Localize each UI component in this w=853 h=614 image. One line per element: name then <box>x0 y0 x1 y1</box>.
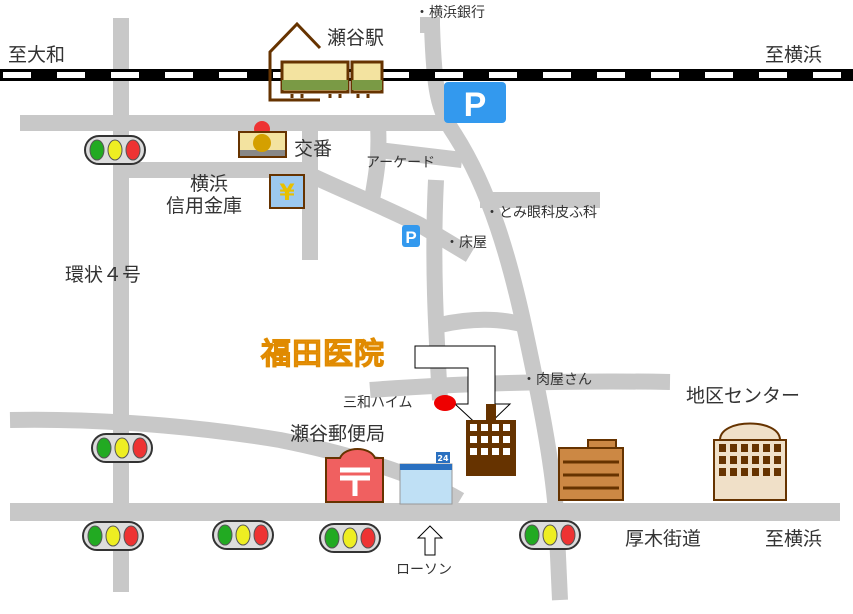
shinkin-label-1: 横浜 <box>190 173 229 195</box>
svg-text:P: P <box>464 86 487 124</box>
butcher-label: ・肉屋さん <box>522 372 592 388</box>
to-yokohama-bottom-label: 至横浜 <box>765 528 823 550</box>
road-butcher <box>369 373 671 398</box>
lawson-label: ローソン <box>396 562 452 578</box>
shinkin-label-2: 信用金庫 <box>166 195 243 217</box>
hospital-building-icon <box>466 404 516 476</box>
lawson-up-arrow-icon <box>416 525 444 556</box>
traffic-light-icon <box>91 433 153 463</box>
shinkin-bank-icon: ¥ <box>269 174 305 209</box>
lawson-store-icon: 24 <box>399 452 453 505</box>
to-yamato-label: 至大和 <box>8 44 66 66</box>
barber-label: ・床屋 <box>445 235 487 251</box>
koban-label: 交番 <box>294 138 333 160</box>
traffic-light-icon <box>212 520 274 550</box>
loop-4-road-label: 環状４号 <box>65 264 142 286</box>
to-yokohama-top-label: 至横浜 <box>765 44 823 66</box>
road-main-north-south <box>420 17 568 601</box>
station-icon <box>268 21 384 102</box>
atsugi-road-label: 厚木街道 <box>625 528 702 550</box>
post-office-label: 瀬谷郵便局 <box>290 423 386 445</box>
apartment-label: 三和ハイム <box>343 395 413 411</box>
eye-clinic-label: ・とみ眼科皮ふ科 <box>485 205 597 221</box>
traffic-light-icon <box>82 521 144 551</box>
road-southwest <box>9 411 465 507</box>
arcade-label: アーケード <box>366 155 436 171</box>
bank-label: ・横浜銀行 <box>415 5 485 21</box>
community-center-icon <box>713 422 787 501</box>
community-center-label: 地区センター <box>686 385 801 407</box>
traffic-light-icon <box>519 520 581 550</box>
svg-text:¥: ¥ <box>279 181 295 206</box>
station-label: 瀬谷駅 <box>327 27 385 49</box>
road-325 <box>438 311 528 333</box>
svg-text:P: P <box>405 228 416 247</box>
parking-icon-large: P <box>444 82 506 124</box>
roads <box>9 17 840 601</box>
road-378 <box>364 124 387 202</box>
page-title: 福田医院 <box>261 337 385 372</box>
store-24-sign: 24 <box>437 454 449 463</box>
post-office-icon <box>325 448 384 503</box>
apartment-marker <box>434 395 456 411</box>
traffic-light-icon <box>84 135 146 165</box>
traffic-light-icon <box>319 523 381 553</box>
koban-icon <box>238 121 287 158</box>
apartment-building-icon <box>558 439 624 501</box>
road-arcade <box>377 142 463 168</box>
parking-icon-small: P <box>402 225 420 247</box>
railway <box>0 69 853 81</box>
road-435 <box>426 179 448 401</box>
